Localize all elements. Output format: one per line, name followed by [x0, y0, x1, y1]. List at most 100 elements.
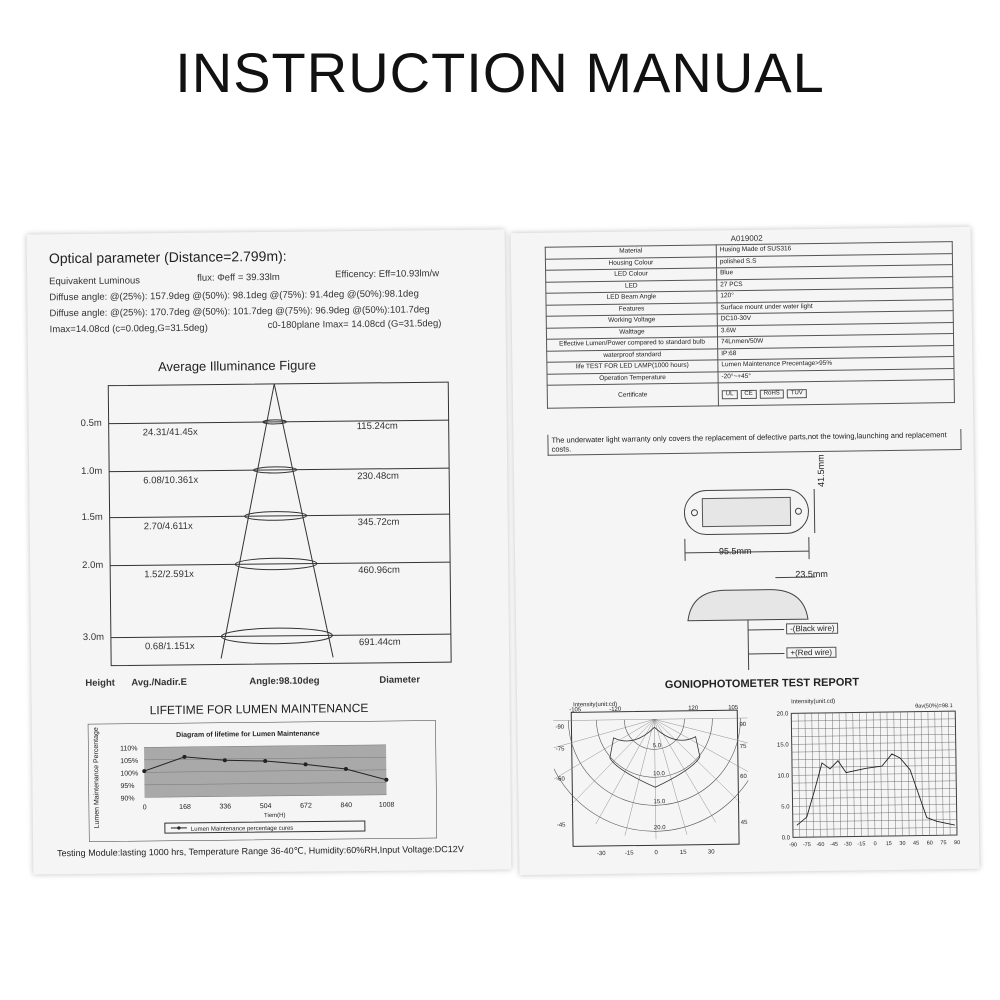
polar-top-tick: -120	[609, 707, 622, 713]
cart-hgrid	[792, 796, 957, 799]
polar-left-tick: -75	[556, 747, 565, 753]
cart-x-tick: 15	[886, 841, 892, 847]
lifetime-point	[263, 759, 268, 764]
polar-right-tick: 75	[740, 744, 747, 750]
lifetime-ylabel: Lumen Maintenance Percentage	[93, 727, 101, 828]
cart-y-tick: 0.0	[782, 835, 791, 841]
lifetime-frame	[87, 720, 438, 842]
cert-badge: CE	[740, 389, 757, 400]
polar-spoke	[624, 719, 655, 836]
depth-dim-line	[775, 576, 816, 579]
optical-row3: Diffuse angle: @(25%): 170.7deg @(50%): …	[49, 304, 430, 320]
cart-x-tick: 60	[927, 840, 933, 846]
polar-spoke	[570, 719, 655, 806]
polar-ring-label: 20.0	[654, 825, 666, 831]
cart-y-tick: 20.0	[777, 711, 789, 717]
polar-right-tick: 60	[740, 774, 747, 780]
distance-line	[110, 561, 451, 567]
optical-row1-b: flux: Φeff = 39.33lm	[197, 271, 280, 284]
cart-y-tick: 15.0	[777, 742, 789, 748]
cert-badge: RoHS	[759, 389, 784, 399]
lifetime-point	[182, 754, 187, 759]
row-diameter: 230.48cm	[357, 470, 400, 483]
polar-bottom-tick: 30	[708, 849, 715, 855]
polar-spoke	[654, 719, 657, 840]
row-avg-illuminance: 6.08/10.361x	[143, 474, 199, 487]
cart-hgrid	[791, 726, 956, 730]
polar-left-tick: -60	[556, 777, 565, 783]
row-diameter: 345.72cm	[357, 516, 400, 529]
footer-height: Height	[85, 677, 115, 689]
row-avg-illuminance: 2.70/4.611x	[143, 520, 193, 533]
polar-right-tick: 90	[739, 722, 746, 728]
height-dim: 41.5mm	[815, 454, 827, 488]
height-dim-line	[813, 489, 816, 534]
polar-top-tick: -105	[569, 707, 582, 713]
lifetime-y-tick: 90%	[121, 795, 135, 802]
lifetime-y-tick: 95%	[120, 783, 134, 790]
polar-bottom-tick: 15	[680, 850, 687, 856]
illuminance-frame	[107, 381, 452, 667]
cart-curve	[796, 753, 955, 826]
illuminance-heading: Average Illuminance Figure	[157, 357, 317, 375]
row-distance: 1.5m	[81, 511, 103, 523]
lifetime-gridline	[144, 794, 387, 798]
polar-top-tick: 105	[728, 705, 739, 711]
polar-left-tick: -90	[555, 725, 564, 731]
cart-y-tick: 10.0	[777, 773, 789, 779]
distance-line	[109, 513, 450, 519]
optical-row4-b: c0-180plane Imax= 14.08cd (G=31.5deg)	[267, 318, 442, 332]
distance-line	[108, 419, 449, 425]
right-screw-hole	[794, 507, 802, 515]
row-distance: 2.0m	[82, 559, 104, 571]
cart-note: θav(50%)=98.1	[915, 703, 953, 710]
cart-x-tick: 90	[954, 840, 960, 846]
cart-hgrid	[791, 710, 956, 714]
side-view-outline	[687, 589, 809, 622]
polar-spoke	[553, 719, 655, 722]
red-wire-label: +(Red wire)	[786, 646, 837, 659]
cart-hgrid	[792, 765, 957, 768]
lifetime-gridline	[144, 744, 387, 748]
lifetime-gridline	[144, 782, 387, 786]
dimension-drawing	[683, 488, 816, 670]
cert-label: Certificate	[547, 382, 719, 409]
polar-spoke	[654, 719, 741, 804]
optical-row1-c: Efficency: Eff=10.93lm/w	[335, 268, 440, 281]
beam-ellipse	[244, 511, 308, 521]
cart-hgrid	[792, 788, 957, 792]
depth-dim: 23.5mm	[795, 568, 828, 580]
footer-avg: Avg./Nadir.E	[131, 676, 188, 689]
cart-hgrid	[791, 741, 956, 745]
polar-ring-label: 15.0	[653, 799, 665, 805]
footer-angle: Angle:98.10deg	[249, 675, 320, 688]
cone-left-edge	[220, 383, 275, 659]
lifetime-legend-marker	[177, 826, 181, 830]
page-title: INSTRUCTION MANUAL	[175, 41, 825, 104]
lifetime-heading: LIFETIME FOR LUMEN MAINTENANCE	[149, 700, 369, 718]
illuminance-figure	[107, 381, 452, 667]
polar-spoke	[654, 719, 750, 749]
beam-ellipse	[253, 466, 298, 474]
lifetime-point	[303, 762, 308, 767]
polar-bottom-tick: -30	[597, 851, 606, 857]
lifetime-point	[343, 766, 348, 771]
black-wire-label: -(Black wire)	[786, 622, 839, 635]
cart-hgrid	[791, 734, 956, 737]
polar-label: Intensity(unit:cd)	[573, 702, 617, 709]
beam-ellipse	[234, 557, 318, 571]
wire-lead	[747, 619, 750, 670]
row-avg-illuminance: 24.31/41.45x	[142, 426, 198, 439]
polar-spoke	[654, 717, 750, 720]
lifetime-x-tick: 1008	[379, 802, 395, 809]
cartesian-chart: Intensity(unit.cd) θav(50%)=98.1 20.015.…	[777, 699, 961, 849]
lifetime-x-tick: 672	[300, 803, 312, 810]
distance-line	[109, 467, 450, 473]
polar-frame	[570, 709, 740, 847]
polar-spoke	[553, 719, 655, 753]
cart-hgrid	[793, 834, 957, 838]
lifetime-x-tick: 504	[260, 803, 272, 810]
